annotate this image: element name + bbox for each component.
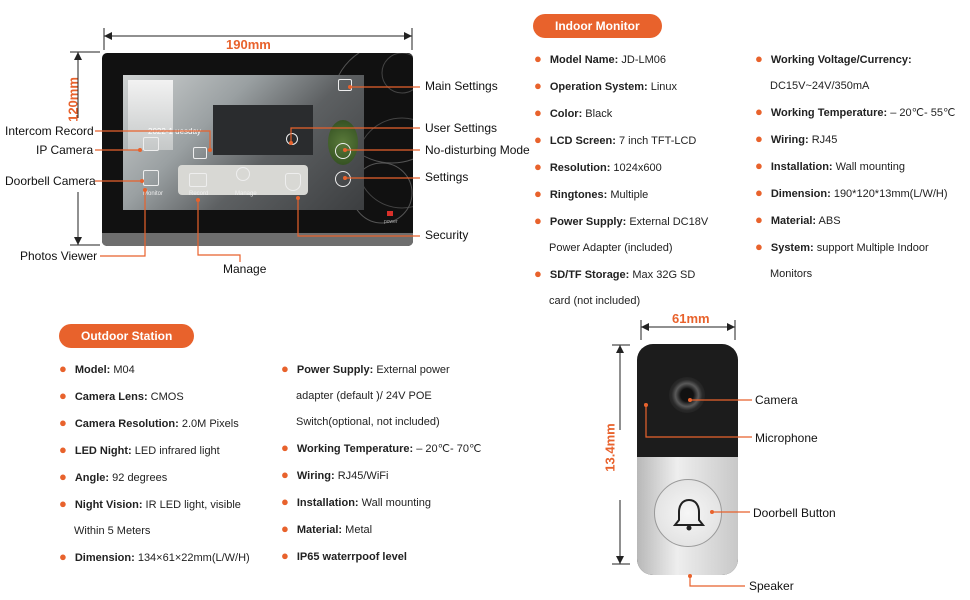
callout-photos-viewer: Photos Viewer — [20, 249, 98, 263]
spec-row: ●SD/TF Storage: Max 32G SD — [534, 266, 696, 281]
spec-row-cont: Switch(optional, not included) — [296, 416, 440, 428]
callout-speaker: Speaker — [749, 579, 794, 593]
spec-row-cont: Power Adapter (included) — [549, 242, 673, 254]
monitor-screen: 2022-1 uesday Monitor Record Manage — [123, 75, 364, 210]
spec-row-cont: adapter (default )/ 24V POE — [296, 390, 432, 402]
spec-row: ●Model Name: JD-LM06 — [534, 51, 667, 66]
callout-settings: Settings — [425, 170, 469, 184]
callout-camera: Camera — [755, 393, 798, 407]
spec-row-cont: Monitors — [770, 268, 813, 280]
spec-row: ●Color: Black — [534, 105, 613, 120]
spec-row: ●System: support Multiple Indoor — [755, 239, 929, 254]
spec-row: ●Power Supply: External power — [281, 361, 450, 376]
spec-row: ●Installation: Wall mounting — [755, 158, 905, 173]
outdoor-col1: ●Model: M04 ●Camera Lens: CMOS ●Camera R… — [59, 356, 250, 571]
spec-row-cont: card (not included) — [549, 295, 641, 307]
screen-label-manage: Manage — [235, 191, 257, 197]
callout-no-disturbing: No-disturbing Mode — [425, 143, 530, 157]
indoor-col1: ●Model Name: JD-LM06 ●Operation System: … — [534, 46, 708, 314]
indoor-title: Indoor Monitor — [533, 14, 662, 38]
spec-row: ●Camera Lens: CMOS — [59, 388, 184, 403]
spec-row: ●Ringtones: Multiple — [534, 186, 649, 201]
callout-user-settings: User Settings — [425, 121, 498, 135]
spec-row-cont: Within 5 Meters — [74, 525, 151, 537]
callout-manage: Manage — [223, 262, 267, 276]
photos-viewer-icon[interactable] — [189, 173, 207, 187]
power-led — [387, 211, 393, 216]
room-window — [128, 80, 173, 150]
doorbell-width-label: 61mm — [672, 311, 710, 326]
power-label: power — [384, 219, 398, 225]
spec-row: ●Material: Metal — [281, 521, 373, 536]
ip-camera-icon[interactable] — [143, 137, 159, 151]
callout-doorbell-camera: Doorbell Camera — [5, 174, 96, 188]
callout-doorbell-button: Doorbell Button — [753, 506, 836, 520]
spec-row: ●LED Night: LED infrared light — [59, 442, 220, 457]
spec-row: ●Operation System: Linux — [534, 78, 678, 93]
spec-row-cont: DC15V~24V/350mA — [770, 80, 870, 92]
spec-row: ●Power Supply: External DC18V — [534, 213, 709, 228]
callout-microphone: Microphone — [755, 431, 818, 445]
camera-lens — [669, 377, 705, 413]
callout-intercom-record: Intercom Record — [5, 124, 94, 138]
doorbell-camera-icon[interactable] — [143, 170, 159, 186]
monitor-width-label: 190mm — [226, 37, 271, 52]
spec-row: ●LCD Screen: 7 inch TFT-LCD — [534, 132, 697, 147]
bell-icon — [672, 498, 706, 531]
phone-icon[interactable] — [236, 167, 250, 181]
spec-row: ●Model: M04 — [59, 361, 135, 376]
settings-gear-icon[interactable] — [335, 171, 351, 187]
callout-security: Security — [425, 228, 469, 242]
spec-row: ●Working Voltage/Currency: — [755, 51, 912, 66]
no-disturb-icon[interactable] — [335, 143, 351, 159]
spec-row: ●Material: ABS — [755, 212, 841, 227]
dimension-lines — [70, 28, 413, 246]
spec-row: ●Angle: 92 degrees — [59, 469, 168, 484]
outdoor-title: Outdoor Station — [59, 324, 195, 348]
spec-row: ●Working Temperature: – 20℃- 70℃ — [281, 440, 482, 455]
callout-ip-camera: IP Camera — [36, 143, 94, 157]
spec-row: ●Night Vision: IR LED light, visible — [59, 496, 241, 511]
main-settings-icon[interactable] — [338, 79, 352, 91]
spec-row: ●Dimension: 134×61×22mm(L/W/H) — [59, 549, 250, 564]
monitor-callout-lines — [95, 85, 420, 262]
spec-row: ●IP65 waterrpoof level — [281, 548, 407, 563]
spec-row: ●Wiring: RJ45 — [755, 131, 838, 146]
callout-main-settings: Main Settings — [425, 79, 498, 93]
spec-row: ●Dimension: 190*120*13mm(L/W/H) — [755, 185, 948, 200]
spec-row: ●Wiring: RJ45/WiFi — [281, 467, 389, 482]
outdoor-col2: ●Power Supply: External power adapter (d… — [281, 356, 481, 570]
security-shield-icon[interactable] — [285, 173, 301, 191]
screen-label-monitor: Monitor — [143, 191, 164, 197]
spec-row: ●Resolution: 1024x600 — [534, 159, 662, 174]
indoor-col2: ●Working Voltage/Currency: DC15V~24V/350… — [755, 46, 955, 287]
intercom-record-icon[interactable] — [193, 147, 207, 159]
spec-row: ●Camera Resolution: 2.0M Pixels — [59, 415, 239, 430]
room-wall — [213, 105, 313, 155]
spec-row: ●Working Temperature: – 20℃- 55℃ — [755, 104, 956, 119]
screen-label-record: Record — [189, 191, 209, 197]
spec-row: ●Installation: Wall mounting — [281, 494, 431, 509]
